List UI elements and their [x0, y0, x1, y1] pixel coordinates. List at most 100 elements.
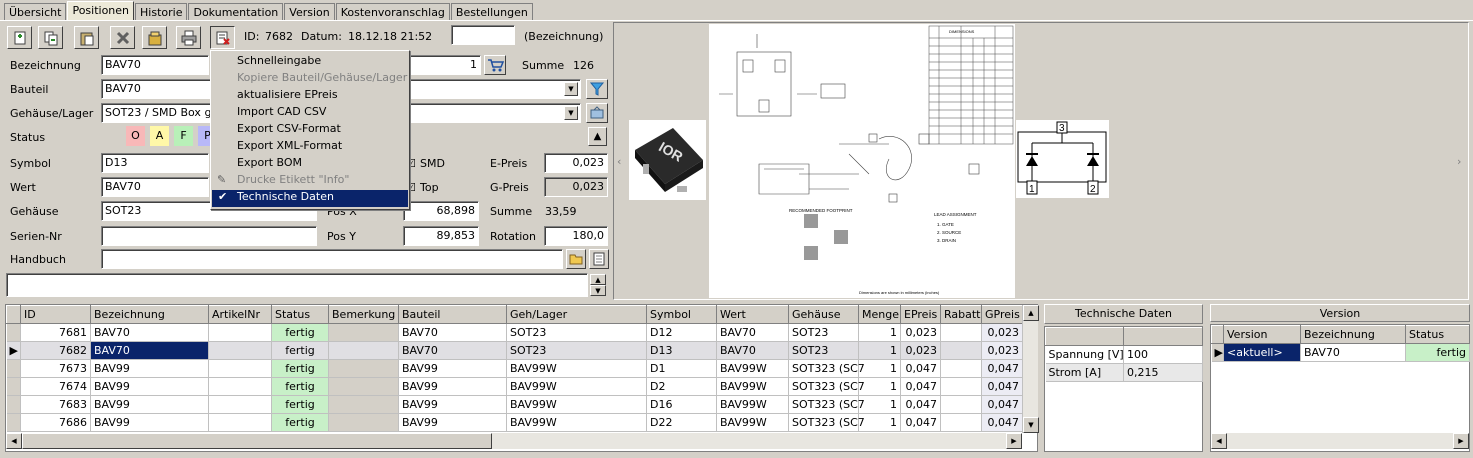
menu-item-8[interactable]: Technische Daten✔ — [212, 190, 408, 207]
table-cell[interactable]: BAV99W — [506, 377, 647, 396]
archive-icon[interactable] — [142, 26, 167, 49]
table-cell[interactable] — [940, 377, 982, 396]
scroll-left-icon[interactable]: ◀ — [1211, 433, 1227, 449]
table-cell[interactable] — [208, 323, 272, 342]
menu-item-3[interactable]: Import CAD CSV — [237, 105, 326, 122]
table-cell[interactable]: BAV99W — [716, 377, 789, 396]
delete-icon[interactable] — [110, 26, 135, 49]
menu-item-4[interactable]: Export CSV-Format — [237, 122, 341, 139]
bezeichnung-field[interactable]: BAV70 — [101, 55, 209, 75]
table-cell[interactable]: 1 — [858, 413, 901, 432]
table-cell[interactable]: 0,047 — [900, 377, 941, 396]
bezeichnung-search-input[interactable] — [451, 25, 515, 45]
table-cell[interactable]: 0,047 — [900, 395, 941, 414]
version-hscrollbar[interactable]: ◀ ▶ — [1211, 433, 1469, 449]
scroll-down-icon[interactable]: ▼ — [590, 285, 606, 296]
table-cell[interactable]: BAV70 — [398, 341, 507, 360]
column-header[interactable]: Bezeichnung — [90, 305, 209, 324]
table-cell[interactable]: D22 — [646, 413, 717, 432]
new-icon[interactable] — [7, 26, 32, 49]
table-cell[interactable] — [208, 359, 272, 378]
status-chip-o[interactable]: O — [126, 126, 145, 146]
status-chip-a[interactable]: A — [150, 126, 169, 146]
table-cell[interactable] — [940, 323, 982, 342]
table-cell[interactable]: 0,047 — [981, 377, 1023, 396]
tech-row[interactable]: Spannung [V]100 — [1045, 345, 1203, 364]
rotation-field[interactable]: 180,0 — [544, 226, 608, 246]
tech-param-value[interactable]: 0,215 — [1123, 363, 1203, 382]
column-header[interactable]: Wert — [716, 305, 789, 324]
table-cell[interactable]: 7674 — [20, 377, 91, 396]
table-cell[interactable] — [208, 395, 272, 414]
column-header[interactable]: Bauteil — [398, 305, 507, 324]
table-cell[interactable]: 0,047 — [900, 413, 941, 432]
table-cell[interactable]: 1 — [858, 377, 901, 396]
table-cell[interactable]: BAV99W — [716, 359, 789, 378]
table-cell[interactable]: 0,047 — [981, 395, 1023, 414]
table-cell[interactable] — [208, 377, 272, 396]
table-cell[interactable]: BAV99 — [398, 395, 507, 414]
wert-field[interactable]: BAV70 — [101, 177, 209, 197]
column-header[interactable]: Status — [1405, 325, 1470, 344]
tab-2[interactable]: Historie — [135, 3, 188, 21]
tech-param-name[interactable]: Strom [A] — [1045, 363, 1124, 382]
paste-icon[interactable] — [74, 26, 99, 49]
hscroll-thumb[interactable] — [22, 433, 492, 449]
table-cell[interactable]: fertig — [1405, 343, 1470, 362]
table-cell[interactable]: BAV70 — [716, 323, 789, 342]
table-cell[interactable] — [328, 323, 399, 342]
handbuch-field[interactable] — [101, 249, 563, 269]
tab-6[interactable]: Bestellungen — [450, 3, 533, 21]
table-cell[interactable]: BAV99W — [506, 359, 647, 378]
table-cell[interactable]: 1 — [858, 359, 901, 378]
table-cell[interactable]: 0,047 — [981, 413, 1023, 432]
table-cell[interactable]: BAV99 — [90, 359, 209, 378]
positions-hscrollbar[interactable]: ◀ ▶ — [6, 433, 1022, 449]
column-header[interactable]: Geh/Lager — [506, 305, 647, 324]
table-cell[interactable]: D1 — [646, 359, 717, 378]
tech-param-name[interactable]: Spannung [V] — [1045, 345, 1124, 364]
table-cell[interactable]: 7673 — [20, 359, 91, 378]
cart-icon[interactable] — [484, 55, 506, 75]
table-cell[interactable]: BAV99W — [506, 395, 647, 414]
tab-0[interactable]: Übersicht — [4, 3, 67, 21]
tech-param-value[interactable]: 100 — [1123, 345, 1203, 364]
table-cell[interactable]: 7682 — [20, 341, 91, 360]
menu-item-5[interactable]: Export XML-Format — [237, 139, 342, 156]
column-header[interactable]: EPreis — [900, 305, 941, 324]
table-cell[interactable]: D13 — [646, 341, 717, 360]
table-cell[interactable] — [328, 341, 399, 360]
symbol-field[interactable]: D13 — [101, 153, 209, 173]
table-cell[interactable]: 0,047 — [981, 359, 1023, 378]
table-cell[interactable]: 1 — [858, 395, 901, 414]
table-cell[interactable]: SOT323 (SC7 — [788, 359, 865, 378]
table-cell[interactable]: SOT323 (SC7 — [788, 395, 865, 414]
table-cell[interactable]: fertig — [271, 377, 329, 396]
column-header[interactable]: Status — [271, 305, 329, 324]
status-chip-f[interactable]: F — [174, 126, 193, 146]
export-menu-icon[interactable] — [210, 26, 235, 49]
table-cell[interactable]: fertig — [271, 395, 329, 414]
table-cell[interactable]: 0,023 — [900, 341, 941, 360]
table-cell[interactable]: BAV99W — [506, 413, 647, 432]
table-cell[interactable]: 7683 — [20, 395, 91, 414]
posy-field[interactable]: 89,853 — [403, 226, 479, 246]
chevron-down-icon[interactable]: ▼ — [564, 106, 578, 120]
top-checkbox-icon[interactable]: ☑ — [406, 181, 416, 194]
column-header[interactable]: Version — [1223, 325, 1301, 344]
folder-icon[interactable] — [566, 249, 586, 269]
table-cell[interactable]: BAV70 — [1300, 343, 1406, 362]
collapse-up-icon[interactable]: ▲ — [588, 127, 607, 146]
scroll-right-icon[interactable]: ▶ — [1006, 433, 1022, 449]
table-cell[interactable]: SOT23 — [506, 323, 647, 342]
table-cell[interactable]: fertig — [271, 359, 329, 378]
table-cell[interactable]: <aktuell> — [1223, 343, 1301, 362]
print-icon[interactable] — [176, 26, 201, 49]
table-cell[interactable] — [328, 413, 399, 432]
table-cell[interactable]: BAV70 — [90, 323, 209, 342]
seriennr-field[interactable] — [101, 226, 317, 246]
